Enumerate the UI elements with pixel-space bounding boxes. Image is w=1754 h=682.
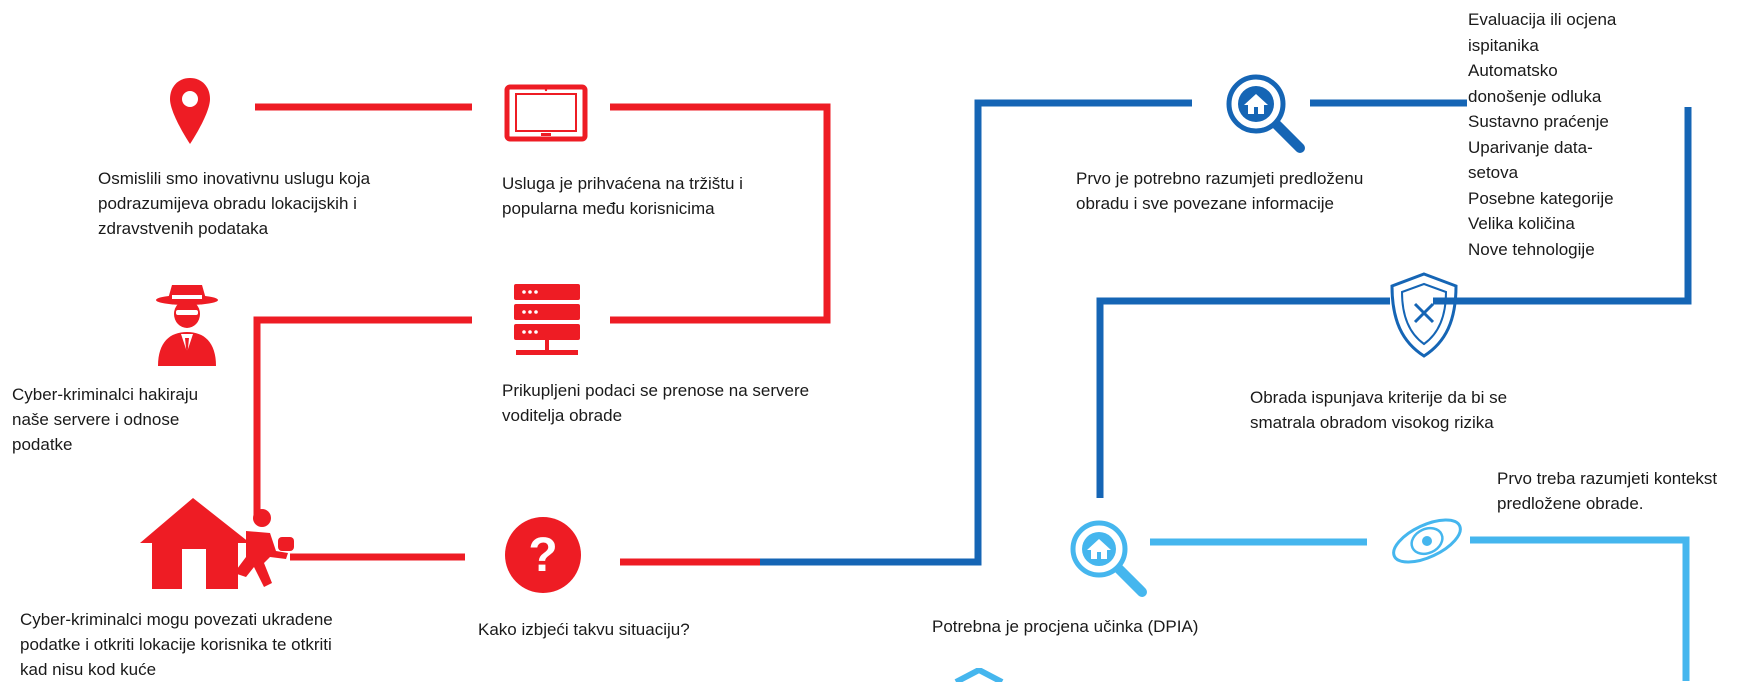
hackers-label: Cyber-kriminalci hakiraju naše servere i… [12, 385, 199, 454]
connector-criteria-to-shield [1433, 107, 1692, 305]
high-risk-criteria-list: Evaluacija ili ocjena ispitanika Automat… [1468, 7, 1616, 262]
light-blue-connectors [1150, 536, 1690, 681]
search-home-icon [1226, 74, 1305, 153]
criteria-item: Posebne kategorije [1468, 188, 1614, 208]
red-connectors [253, 103, 831, 566]
criteria-item: Evaluacija ili ocjena ispitanika [1468, 10, 1617, 55]
orbit-icon [1392, 518, 1462, 564]
shield-icon [1390, 272, 1458, 358]
connector-tablet-to-server [610, 103, 831, 324]
tablet-icon [504, 84, 588, 142]
servers-label: Prikupljeni podaci se prenose na servere… [502, 381, 810, 425]
connector-server-to-hacker-to-house [253, 316, 472, 515]
hacker-icon [156, 285, 218, 366]
search-home-icon [1070, 520, 1147, 597]
dark-blue-connectors [760, 99, 1692, 566]
accepted-label: Usluga je prihvaćena na tržištu i popula… [502, 174, 743, 218]
criteria-item: Automatsko donošenje odluka [1468, 61, 1602, 106]
connector-question-to-understand [760, 99, 1192, 566]
criteria-item: Velika količina [1468, 214, 1575, 233]
high-risk-label: Obrada ispunjava kriterije da bi se smat… [1250, 388, 1508, 432]
connector-shield-to-dpia [1096, 297, 1390, 498]
dpia-label: Potrebna je procjena učinka (DPIA) [932, 617, 1199, 636]
service-idea-label: Osmislili smo inovativnu uslugu koja pod… [98, 169, 371, 238]
criteria-item: Uparivanje data- setova [1468, 137, 1593, 183]
burglar-house-icon [140, 498, 294, 589]
context-label: Prvo treba razumjeti kontekst predložene… [1497, 469, 1718, 513]
burglary-label: Cyber-kriminalci mogu povezati ukradene … [20, 610, 333, 679]
cut-off-icon [954, 668, 1004, 682]
location-pin-icon [170, 78, 210, 144]
connector-orbit-down [1470, 536, 1690, 681]
question-label: Kako izbjeći takvu situaciju? [478, 620, 690, 639]
criteria-item: Nove tehnologije [1468, 239, 1595, 259]
question-icon: ? [505, 517, 581, 593]
server-icon [514, 284, 580, 355]
criteria-item: Sustavno praćenje [1468, 112, 1609, 131]
understand-label: Prvo je potrebno razumjeti predloženu ob… [1076, 169, 1364, 213]
svg-text:?: ? [528, 529, 557, 582]
